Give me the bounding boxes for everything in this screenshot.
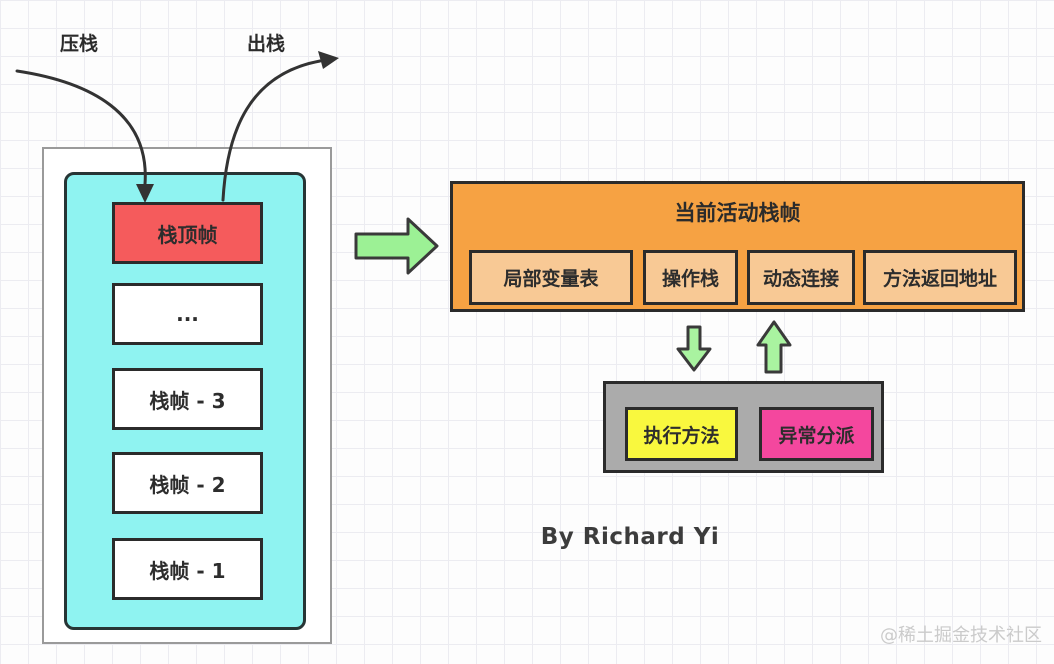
- byline-text: By Richard Yi: [540, 524, 720, 550]
- push-label: 压栈: [60, 33, 99, 55]
- active-frame-box: 当前活动栈帧 局部变量表 操作栈 动态连接 方法返回地址: [450, 181, 1025, 312]
- exception-dispatch-box: 异常分派: [759, 407, 874, 461]
- local-variable-table-box: 局部变量表: [469, 250, 633, 305]
- operand-stack-box: 操作栈: [643, 250, 738, 305]
- active-frame-title: 当前活动栈帧: [674, 201, 801, 225]
- pop-label: 出栈: [247, 33, 286, 55]
- stack-frame-3: 栈帧 - 3: [112, 368, 263, 430]
- execute-method-box: 执行方法: [625, 407, 738, 461]
- execution-engine-box: 执行方法 异常分派: [603, 381, 884, 473]
- flow-up-arrow-icon: [756, 320, 792, 374]
- dynamic-linking-box: 动态连接: [747, 250, 855, 305]
- stack-frame-2: 栈帧 - 2: [112, 452, 263, 514]
- flow-right-arrow-icon: [354, 217, 439, 275]
- watermark-text: @稀土掘金技术社区: [880, 625, 1042, 646]
- stack-frame-1: 栈帧 - 1: [112, 538, 263, 600]
- stack-frame-ellipsis: ...: [112, 283, 263, 345]
- return-address-box: 方法返回地址: [863, 250, 1017, 305]
- flow-down-arrow-icon: [676, 325, 712, 372]
- stack-frame-top: 栈顶帧: [112, 202, 263, 264]
